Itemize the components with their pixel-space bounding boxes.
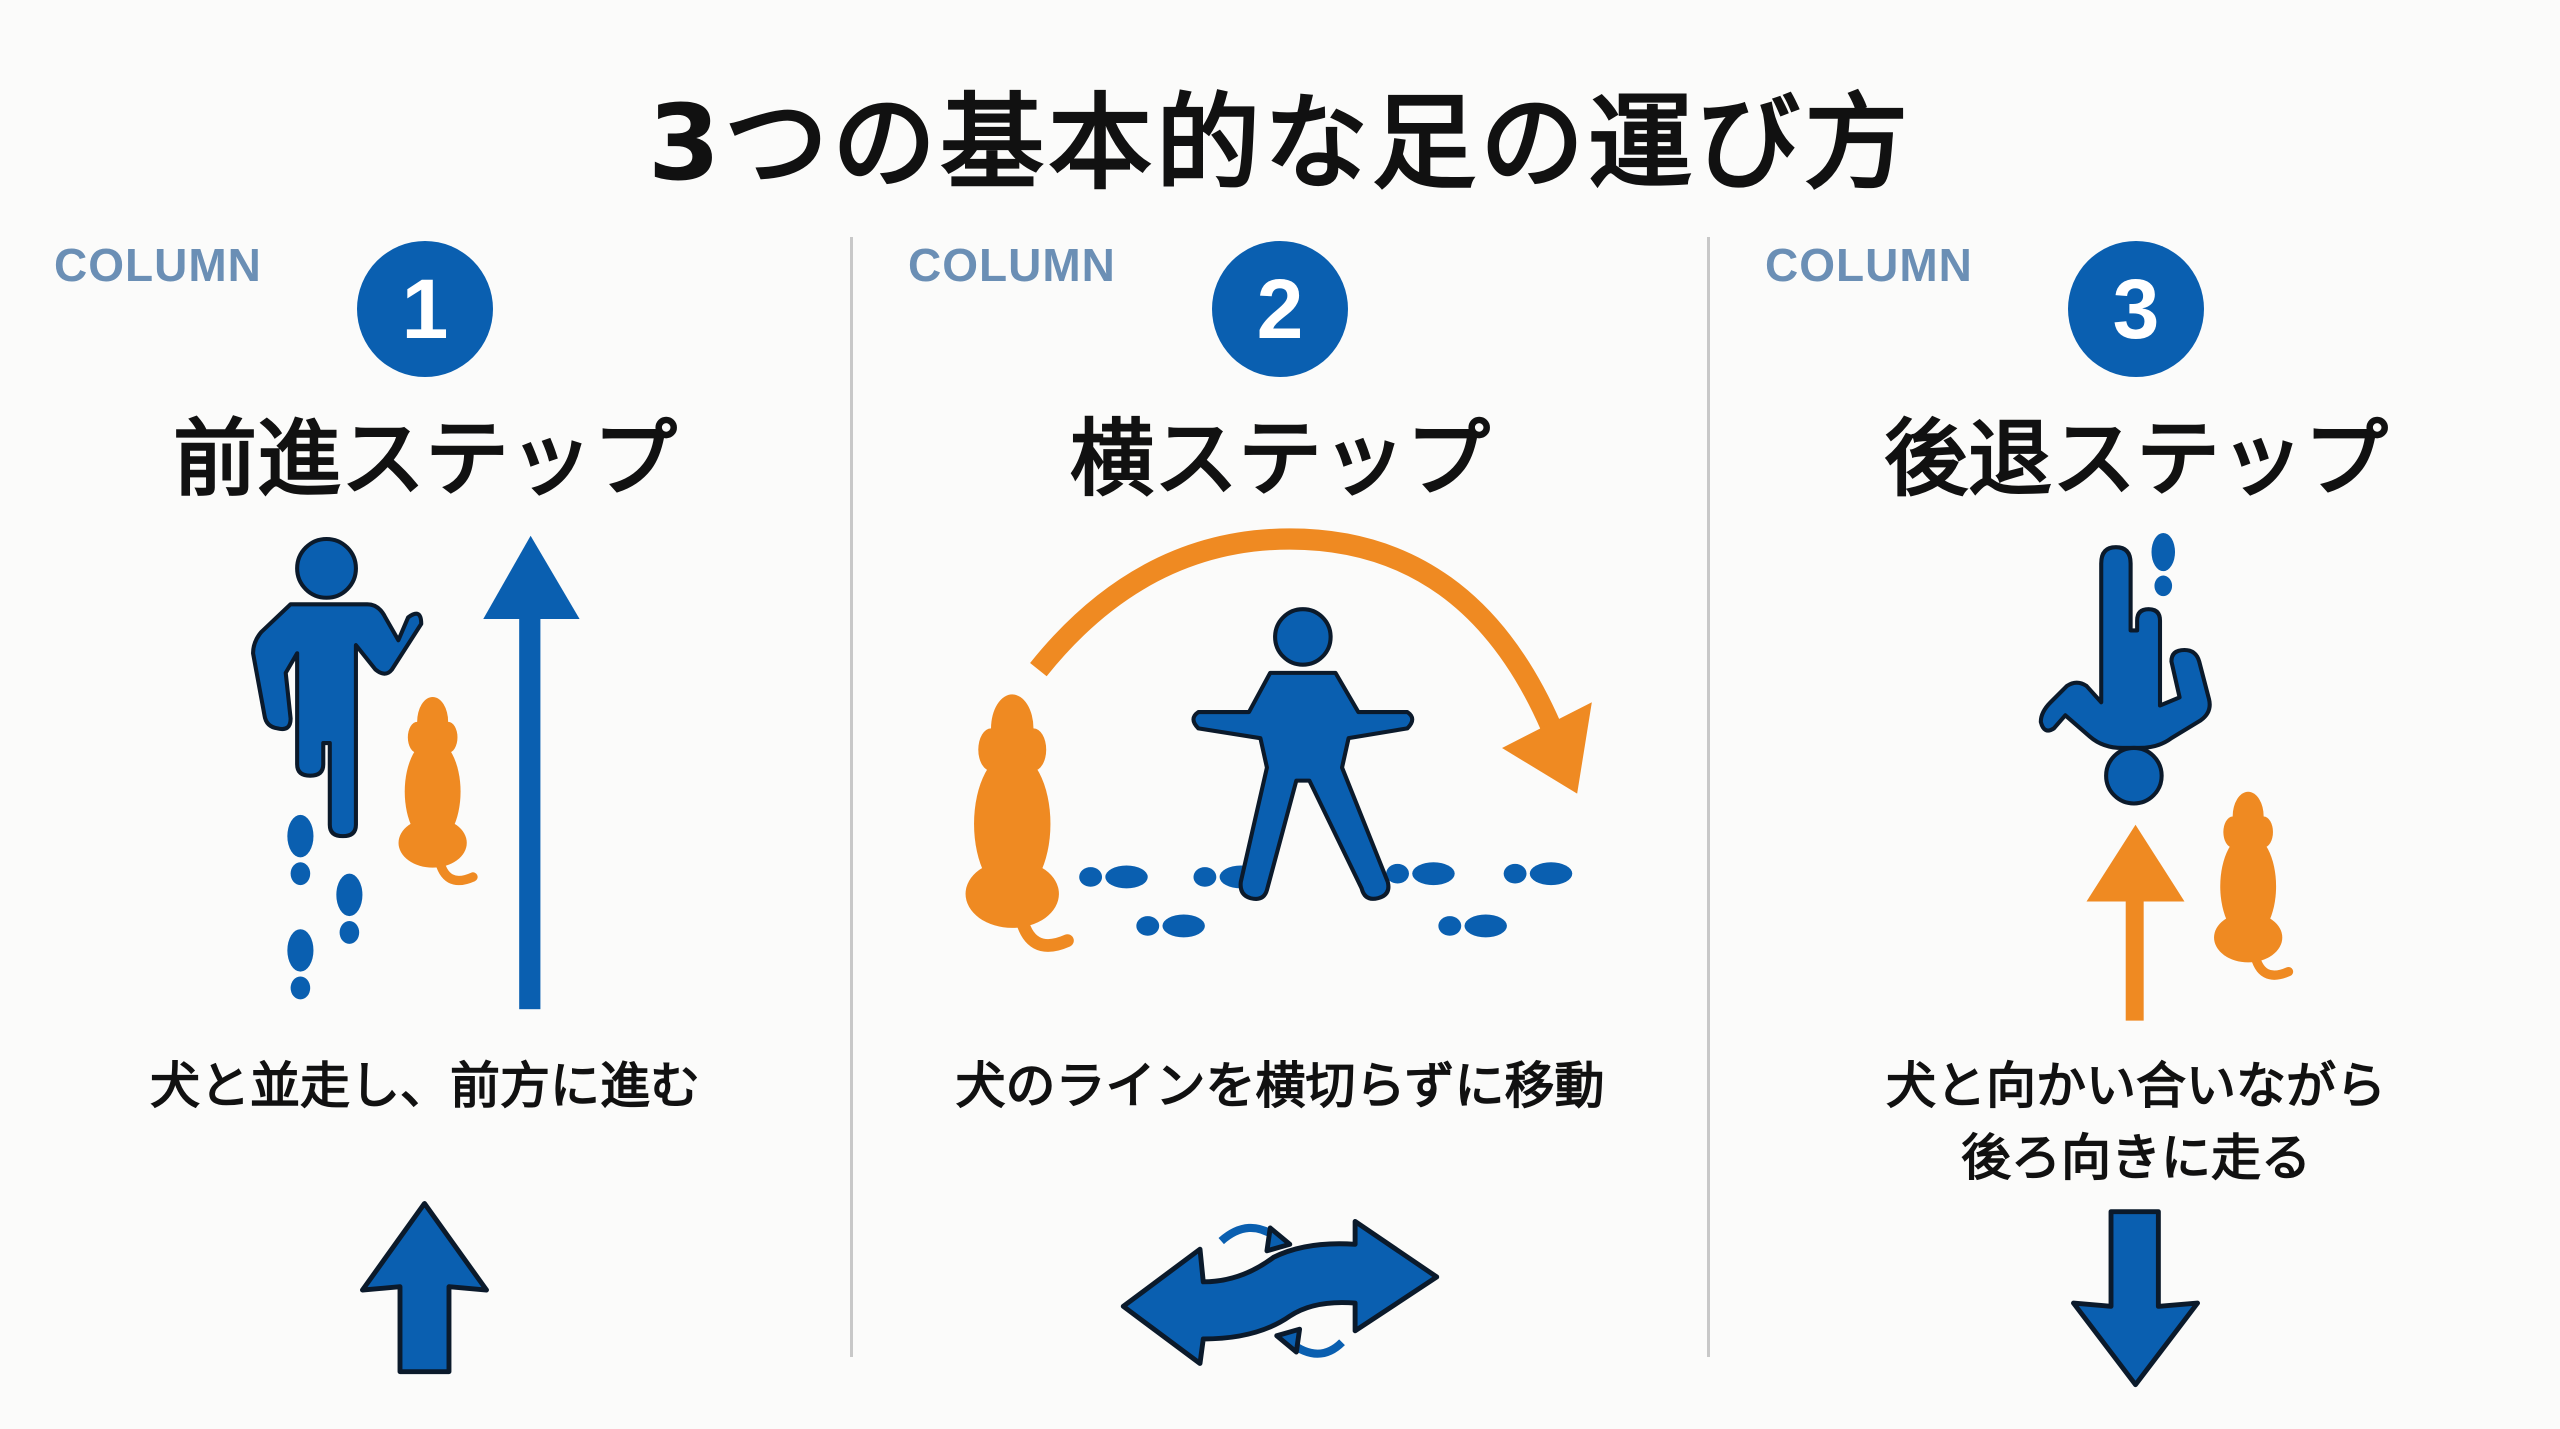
dog-icon (966, 694, 1068, 945)
column-label: COLUMN (54, 239, 262, 291)
page-title: 3つの基本的な足の運び方 (647, 82, 1913, 204)
step-heading: 前進ステップ (172, 410, 677, 508)
forward-step-illustration (251, 535, 580, 1010)
side-swap-arrow-icon (1120, 1218, 1440, 1366)
footprints-icon (287, 814, 363, 1000)
step-heading: 横ステップ (1069, 410, 1490, 508)
step-number-badge: 3 (2068, 241, 2204, 377)
running-person-icon (251, 536, 424, 839)
curved-arrow-icon (1030, 528, 1592, 794)
column-label: COLUMN (908, 239, 1116, 291)
step-description: 犬と向かい合いながら (1886, 1057, 2386, 1115)
column-divider (1707, 237, 1710, 1357)
orange-up-arrow-icon (2086, 824, 2185, 1021)
upside-down-person-icon (2038, 545, 2212, 806)
step-description: 後ろ向きに走る (1961, 1129, 2311, 1187)
down-arrow-icon (2071, 1209, 2200, 1388)
step-description: 犬と並走し、前方に進む (150, 1057, 700, 1115)
backward-step-illustration (2038, 532, 2289, 1021)
step-number-badge: 2 (1212, 241, 1348, 377)
step-heading: 後退ステップ (1883, 410, 2388, 508)
side-step-illustration (966, 528, 1592, 945)
up-arrow-icon (360, 1201, 489, 1375)
step-number-badge: 1 (357, 241, 493, 377)
column-label: COLUMN (1765, 239, 1973, 291)
standing-person-icon (1191, 607, 1415, 901)
footprints-icon (1079, 862, 1573, 938)
forward-arrow-icon (483, 535, 580, 1010)
dog-icon (399, 697, 473, 880)
footprint-icon (2151, 532, 2176, 597)
column-divider (850, 237, 853, 1357)
step-description: 犬のラインを横切らずに移動 (955, 1057, 1605, 1115)
dog-icon (2214, 792, 2288, 975)
